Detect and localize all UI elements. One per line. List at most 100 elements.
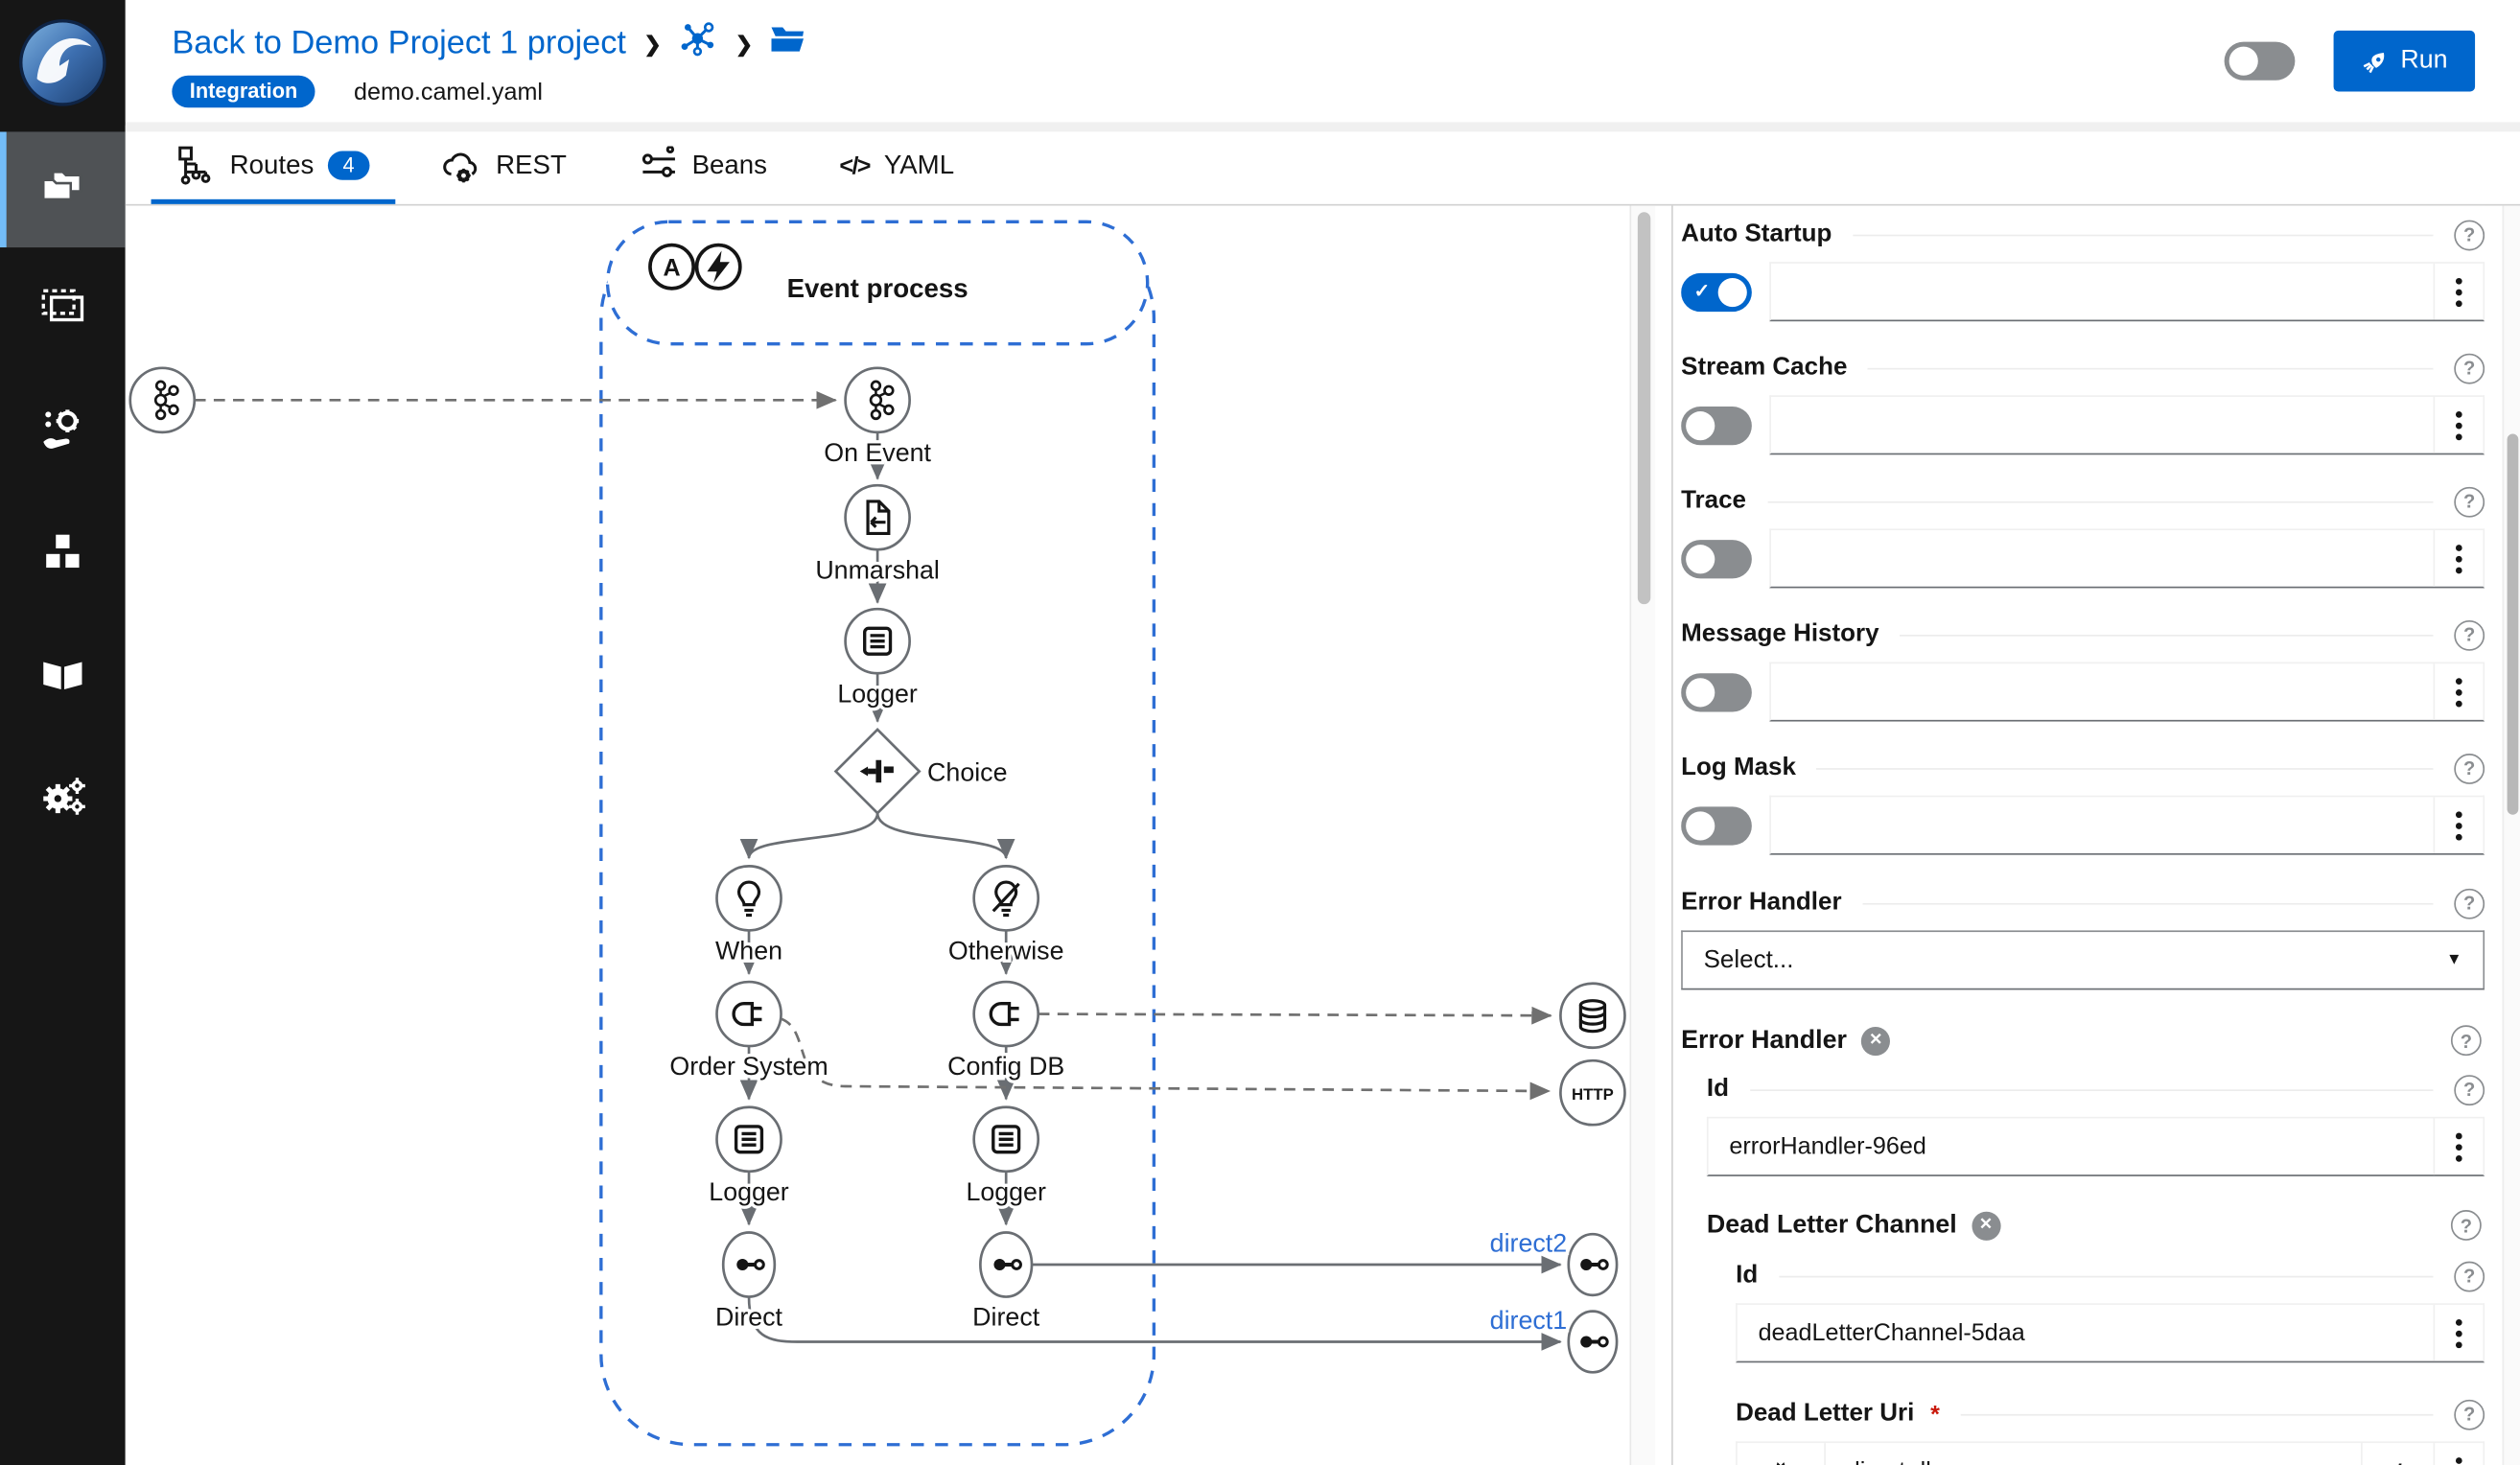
- plug-icon: [732, 1001, 762, 1027]
- help-icon[interactable]: ?: [2454, 753, 2485, 784]
- trace-toggle[interactable]: [1681, 539, 1752, 578]
- code-icon: </>: [839, 151, 871, 179]
- log-mask-input[interactable]: [1770, 797, 2434, 853]
- section-error-handler: Error Handler ✕ ? Id? Dead Letter Channe…: [1681, 1025, 2485, 1465]
- help-icon[interactable]: ?: [2450, 1025, 2482, 1057]
- help-icon[interactable]: ?: [2454, 1260, 2485, 1291]
- direct-icon: [1580, 1258, 1609, 1271]
- header-toggle[interactable]: [2224, 41, 2295, 81]
- canvas-scrollbar[interactable]: [1629, 205, 1656, 1465]
- message-history-input[interactable]: [1770, 663, 2434, 720]
- sidebar-item-settings[interactable]: [0, 739, 126, 855]
- kafka-icon: [869, 380, 895, 421]
- help-icon[interactable]: ?: [2454, 888, 2485, 919]
- field-label: Stream Cache: [1681, 353, 1848, 382]
- auto-startup-toggle[interactable]: ✓: [1681, 272, 1752, 312]
- integration-hub-icon[interactable]: [679, 19, 717, 66]
- field-label: Dead Letter Uri: [1736, 1399, 1915, 1428]
- help-icon[interactable]: ?: [2454, 485, 2485, 517]
- kebab-menu-icon[interactable]: [2433, 396, 2483, 453]
- help-icon[interactable]: ?: [2454, 352, 2485, 384]
- beans-icon: [642, 146, 675, 177]
- plug-icon: [989, 1001, 1019, 1027]
- field-stream-cache: Stream Cache?: [1681, 352, 2485, 455]
- field-trace: Trace?: [1681, 485, 2485, 589]
- when-node[interactable]: [715, 865, 782, 932]
- help-icon[interactable]: ?: [2454, 619, 2485, 650]
- tab-rest[interactable]: REST: [415, 131, 592, 203]
- sidebar-item-knowledge[interactable]: [0, 617, 126, 733]
- error-handler-id-input[interactable]: [1708, 1118, 2434, 1175]
- folders-icon: [41, 171, 82, 201]
- kebab-menu-icon[interactable]: [2433, 263, 2483, 320]
- help-icon[interactable]: ?: [2454, 219, 2485, 250]
- auto-startup-input[interactable]: [1770, 263, 2434, 320]
- routes-count-badge: 4: [328, 151, 369, 180]
- sidebar-item-resources[interactable]: [0, 495, 126, 611]
- sidebar-item-projects[interactable]: [0, 131, 126, 248]
- canvas-scrollbar-thumb[interactable]: [1637, 212, 1651, 605]
- direct-icon: [1580, 1336, 1609, 1348]
- file-name: demo.camel.yaml: [354, 78, 544, 105]
- remove-error-handler-icon[interactable]: ✕: [1861, 1026, 1891, 1056]
- tab-yaml[interactable]: </> YAML: [839, 150, 955, 179]
- field-label: Auto Startup: [1681, 220, 1832, 248]
- node-label: Logger: [837, 679, 918, 708]
- logger-icon: [863, 626, 893, 656]
- order-system-node[interactable]: [715, 980, 782, 1048]
- cubes-icon: [43, 532, 82, 570]
- database-icon: [1578, 999, 1607, 1034]
- event-process-header[interactable]: [605, 220, 1150, 346]
- caret-down-icon: ▼: [2446, 951, 2462, 969]
- node-label: Direct: [972, 1303, 1040, 1332]
- direct-icon: [736, 1258, 765, 1271]
- message-history-toggle[interactable]: [1681, 672, 1752, 711]
- field-label: Message History: [1681, 619, 1879, 648]
- sidebar-item-services[interactable]: [0, 371, 126, 487]
- panel-scrollbar-thumb[interactable]: [2507, 433, 2519, 815]
- direct-icon: [993, 1258, 1022, 1271]
- tab-routes[interactable]: Routes 4: [151, 131, 395, 204]
- lightbulb-icon: [737, 880, 760, 918]
- stream-cache-input[interactable]: [1770, 396, 2434, 453]
- run-button[interactable]: Run: [2332, 30, 2476, 92]
- trace-input[interactable]: [1770, 530, 2434, 587]
- dead-letter-uri-input[interactable]: [1825, 1443, 2362, 1465]
- logger-icon: [734, 1125, 764, 1154]
- stream-cache-toggle[interactable]: [1681, 406, 1752, 445]
- config-db-node[interactable]: [972, 980, 1040, 1048]
- kebab-menu-icon[interactable]: [2433, 797, 2483, 853]
- field-message-history: Message History?: [1681, 618, 2485, 722]
- panel-scrollbar[interactable]: [2502, 205, 2520, 1465]
- error-handler-select[interactable]: Select... ▼: [1681, 930, 2485, 990]
- help-icon[interactable]: ?: [2454, 1074, 2485, 1105]
- help-icon[interactable]: ?: [2454, 1398, 2485, 1430]
- tab-beans[interactable]: Beans: [613, 131, 792, 203]
- field-dead-letter-uri: Dead Letter Uri * ? </>: [1736, 1398, 2485, 1465]
- field-error-handler-select: Error Handler? Select... ▼: [1681, 887, 2485, 990]
- route-designer-canvas[interactable]: A Event process: [125, 205, 1630, 1465]
- direct1-link-label: direct1: [1490, 1306, 1567, 1335]
- folder-icon[interactable]: [770, 19, 808, 66]
- logger-icon: [992, 1125, 1021, 1154]
- sidebar-item-templates[interactable]: [0, 247, 126, 363]
- field-label: Id: [1736, 1261, 1759, 1290]
- http-endpoint-node[interactable]: [1559, 1058, 1626, 1127]
- kebab-menu-icon[interactable]: [2433, 1118, 2483, 1175]
- panel-divider: [1671, 205, 1673, 1465]
- kebab-menu-icon[interactable]: [2433, 530, 2483, 587]
- kebab-menu-icon[interactable]: [2433, 1443, 2483, 1465]
- dead-letter-channel-id-input[interactable]: [1737, 1304, 2434, 1361]
- log-mask-toggle[interactable]: [1681, 805, 1752, 845]
- code-editor-icon[interactable]: </>: [2361, 1443, 2433, 1465]
- kebab-menu-icon[interactable]: [2433, 663, 2483, 720]
- node-label: Order System: [669, 1052, 828, 1081]
- direct2-link-label: direct2: [1490, 1229, 1567, 1258]
- remove-dead-letter-channel-icon[interactable]: ✕: [1971, 1210, 2000, 1241]
- back-to-project-link[interactable]: Back to Demo Project 1 project: [172, 23, 626, 60]
- karavan-logo[interactable]: [0, 0, 126, 126]
- help-icon[interactable]: ?: [2450, 1210, 2482, 1241]
- kebab-menu-icon[interactable]: [2433, 1304, 2483, 1361]
- unmarshal-node[interactable]: [844, 483, 911, 551]
- node-label: Logger: [966, 1177, 1046, 1206]
